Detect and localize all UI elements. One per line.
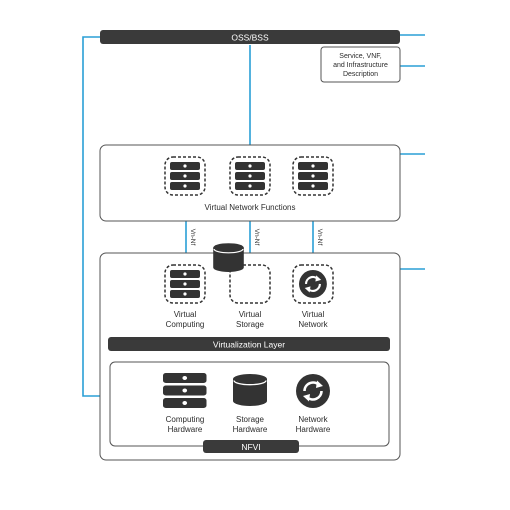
vnf-1-icon (164, 156, 206, 196)
refresh-cycle-icon (297, 268, 328, 299)
vn-nf-label-3: Vn-Nf (316, 229, 323, 246)
virtual-storage[interactable]: Virtual Storage (212, 242, 271, 329)
nfvi-box[interactable]: Virtual Computing Virtual Storage Virtua… (99, 242, 401, 461)
network-hardware-line-2: Hardware (296, 425, 331, 434)
network-hardware[interactable]: Network Hardware (294, 372, 332, 434)
vnf-box-label: Virtual Network Functions (205, 203, 296, 212)
description-line-2: and Infrastructure (333, 62, 388, 69)
refresh-cycle-icon (294, 372, 332, 410)
storage-hardware[interactable]: Storage Hardware (232, 373, 268, 434)
server-stack-icon (170, 270, 200, 298)
virtual-computing-line-1: Virtual (174, 310, 197, 319)
virtual-network-line-2: Network (298, 320, 328, 329)
oss-bss-label: OSS/BSS (231, 33, 269, 43)
nfvi-label-bar[interactable]: NFVI (203, 440, 299, 453)
virtual-network[interactable]: Virtual Network (292, 264, 334, 329)
virtual-computing[interactable]: Virtual Computing (164, 264, 206, 329)
management-connectors (82, 34, 425, 397)
computing-hardware[interactable]: Computing Hardware (163, 373, 207, 434)
oss-bss-bar[interactable]: OSS/BSS (100, 30, 400, 44)
description-box[interactable]: Service, VNF, and Infrastructure Descrip… (320, 46, 401, 83)
storage-hardware-line-1: Storage (236, 415, 265, 424)
database-cylinder-icon (212, 242, 245, 273)
virtual-storage-line-1: Virtual (239, 310, 262, 319)
vn-nf-label-1: Vn-Nf (189, 229, 196, 246)
database-cylinder-icon (232, 373, 268, 407)
network-hardware-line-1: Network (298, 415, 328, 424)
virtualization-layer-bar[interactable]: Virtualization Layer (108, 337, 390, 351)
computing-hardware-line-2: Hardware (168, 425, 203, 434)
storage-hardware-line-2: Hardware (233, 425, 268, 434)
vnf-box[interactable]: Virtual Network Functions (99, 144, 401, 222)
computing-hardware-line-1: Computing (166, 415, 205, 424)
virtual-computing-line-2: Computing (166, 320, 205, 329)
vnf-2-icon (229, 156, 271, 196)
oss-to-nfvi-connector (82, 36, 110, 397)
description-line-3: Description (343, 71, 378, 78)
vn-nf-label-2: Vn-Nf (253, 229, 260, 246)
nfvi-label: NFVI (241, 442, 260, 452)
vnf-3-icon (292, 156, 334, 196)
virtual-network-line-1: Virtual (302, 310, 325, 319)
virtual-storage-line-2: Storage (236, 320, 265, 329)
description-line-1: Service, VNF, (339, 53, 381, 60)
server-stack-icon (163, 373, 207, 408)
virtualization-layer-label: Virtualization Layer (213, 340, 285, 350)
